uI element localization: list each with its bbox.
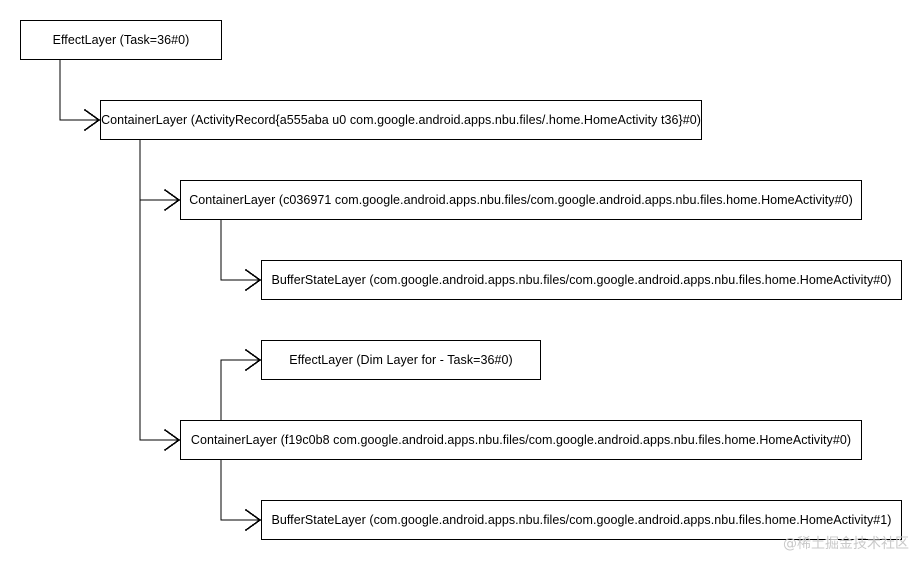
node-buffer-state-layer-1[interactable]: BufferStateLayer (com.google.android.app… <box>261 500 902 540</box>
node-effect-layer-task[interactable]: EffectLayer (Task=36#0) <box>20 20 222 60</box>
node-buffer-state-layer-0[interactable]: BufferStateLayer (com.google.android.app… <box>261 260 902 300</box>
node-container-layer-activityrecord[interactable]: ContainerLayer (ActivityRecord{a555aba u… <box>100 100 702 140</box>
watermark: @稀土掘金技术社区 <box>783 536 909 552</box>
node-label: BufferStateLayer (com.google.android.app… <box>271 512 892 527</box>
arrowhead-icon <box>164 429 181 451</box>
node-container-layer-c036971[interactable]: ContainerLayer (c036971 com.google.andro… <box>180 180 862 220</box>
edge-effectlayer-to-containerlayer-activityrecord <box>59 60 99 121</box>
node-label: EffectLayer (Dim Layer for - Task=36#0) <box>289 352 513 367</box>
edge-f19c0b8-to-effectlayer-dim <box>220 359 260 420</box>
node-effect-layer-dim[interactable]: EffectLayer (Dim Layer for - Task=36#0) <box>261 340 541 380</box>
node-label: ContainerLayer (f19c0b8 com.google.andro… <box>190 432 852 447</box>
node-label: EffectLayer (Task=36#0) <box>52 32 190 47</box>
arrowhead-icon <box>245 269 262 291</box>
node-container-layer-f19c0b8[interactable]: ContainerLayer (f19c0b8 com.google.andro… <box>180 420 862 460</box>
node-label: BufferStateLayer (com.google.android.app… <box>271 272 892 287</box>
arrowhead-icon <box>164 189 181 211</box>
edge-f19c0b8-to-bufferstatelayer-1 <box>220 460 260 521</box>
edge-activityrecord-to-c036971 <box>139 140 179 201</box>
arrowhead-icon <box>245 509 262 531</box>
arrowhead-icon <box>245 349 262 371</box>
node-label: ContainerLayer (c036971 com.google.andro… <box>189 192 853 207</box>
node-label: ContainerLayer (ActivityRecord{a555aba u… <box>101 112 701 127</box>
edge-activityrecord-to-f19c0b8 <box>139 140 179 441</box>
edge-c036971-to-bufferstatelayer-0 <box>220 220 260 281</box>
